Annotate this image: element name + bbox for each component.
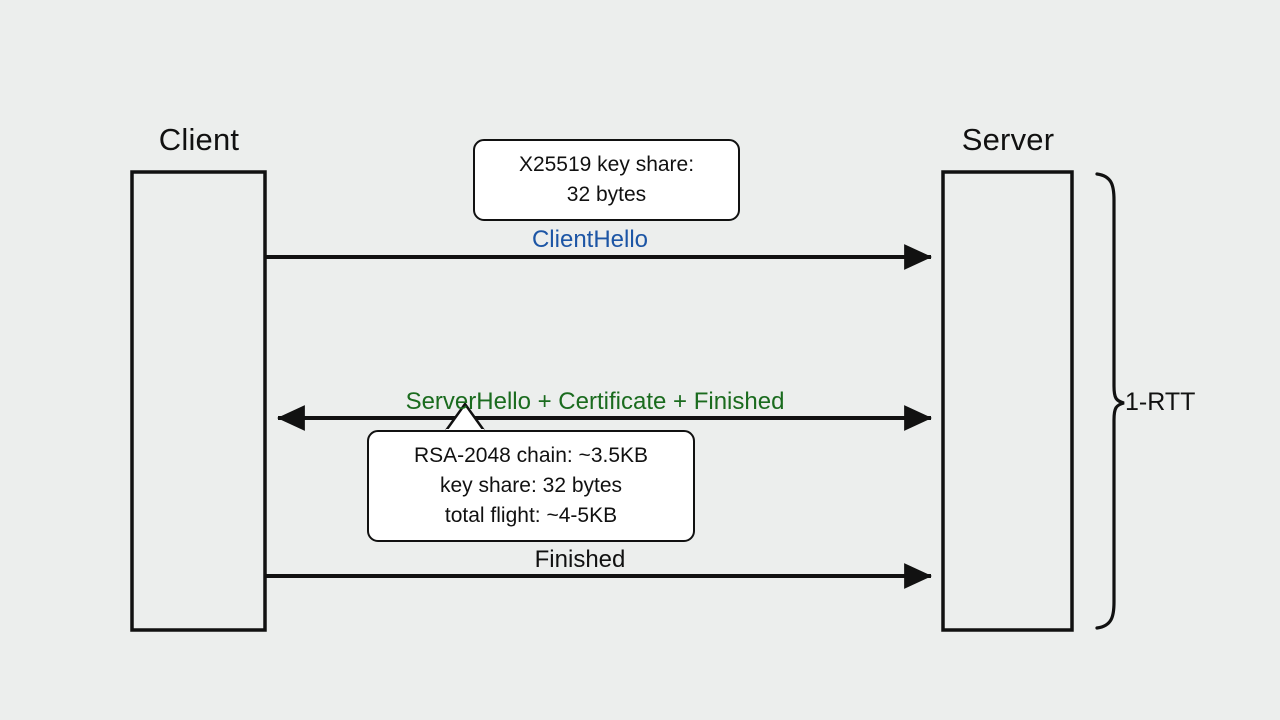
server-lifeline-box bbox=[941, 170, 1074, 632]
message-label-finished: Finished bbox=[534, 546, 626, 573]
note-server-flight: RSA-2048 chain: ~3.5KB key share: 32 byt… bbox=[367, 430, 695, 542]
note-server-flight-line-1: RSA-2048 chain: ~3.5KB bbox=[413, 444, 649, 467]
note-server-flight-line-2: key share: 32 bytes bbox=[439, 474, 623, 497]
participant-label-server: Server bbox=[961, 122, 1055, 157]
note-clienthello-line-2: 32 bytes bbox=[566, 183, 647, 206]
participant-label-client: Client bbox=[158, 122, 240, 157]
rtt-brace bbox=[1095, 172, 1125, 630]
message-label-clienthello: ClientHello bbox=[531, 226, 649, 253]
rtt-brace-label: 1-RTT bbox=[1125, 388, 1196, 416]
note-clienthello-line-1: X25519 key share: bbox=[518, 153, 695, 176]
note-clienthello: X25519 key share: 32 bytes bbox=[473, 139, 740, 221]
client-lifeline-box bbox=[130, 170, 267, 632]
note-server-flight-line-3: total flight: ~4-5KB bbox=[444, 504, 618, 527]
message-label-server-flight: ServerHello + Certificate + Finished bbox=[405, 388, 785, 415]
